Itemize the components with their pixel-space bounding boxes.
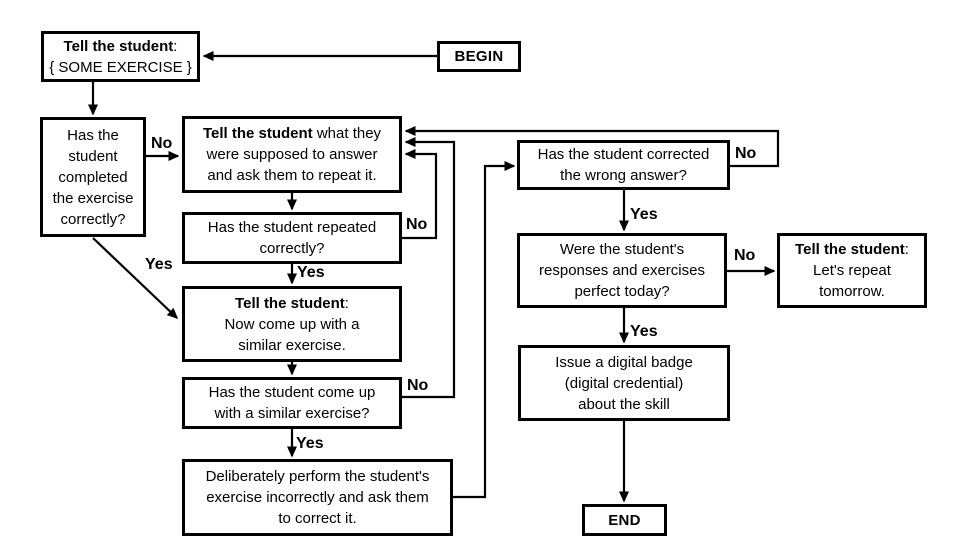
node-line: completed	[58, 168, 128, 186]
node-tell-exercise: Tell the student: { SOME EXERCISE }	[41, 31, 200, 82]
edge-label-no-repeated: No	[406, 216, 428, 233]
node-line: Tell the student:	[235, 293, 349, 314]
node-perfect-today: Were the student's responses and exercis…	[517, 233, 727, 308]
node-line: Tell the student:	[64, 36, 178, 57]
node-completed-correctly: Has the student completed the exercise c…	[40, 117, 146, 237]
edge-completed-yes-to-now-come-up	[92, 237, 179, 320]
edge-label-yes-completed: Yes	[145, 256, 173, 273]
node-line: tomorrow.	[819, 283, 885, 300]
node-line: Has the student corrected	[537, 146, 710, 163]
edge-label-no-similar: No	[407, 377, 429, 394]
edge-similar-no-loop	[402, 137, 456, 399]
node-line-rest: what they	[312, 125, 382, 142]
node-line: Tell the student:	[795, 239, 909, 260]
edge-label-no-completed: No	[151, 135, 173, 152]
node-corrected-wrong-answer: Has the student corrected the wrong answ…	[517, 140, 730, 190]
edge-label-yes-perfect: Yes	[630, 323, 658, 340]
node-repeat-tomorrow: Tell the student: Let's repeat tomorrow.	[777, 233, 927, 308]
node-repeated-correctly: Has the student repeated correctly?	[182, 212, 402, 264]
node-line: exercise incorrectly and ask them	[206, 489, 429, 506]
edge-label-no-perfect: No	[734, 247, 756, 264]
node-now-come-up: Tell the student: Now come up with a sim…	[182, 286, 402, 362]
node-line: responses and exercises	[539, 262, 705, 279]
node-line-rest: :	[904, 241, 909, 258]
node-line: Let's repeat	[813, 262, 891, 279]
node-line: with a similar exercise?	[214, 405, 370, 422]
node-line: { SOME EXERCISE }	[49, 58, 192, 76]
edge-corrected-no-loop	[404, 126, 780, 168]
node-issue-badge: Issue a digital badge (digital credentia…	[518, 345, 730, 421]
node-line: Now come up with a	[224, 315, 360, 333]
node-line: Has the student come up	[208, 384, 376, 401]
node-line: about the skill	[578, 395, 670, 413]
node-line: the exercise	[52, 189, 134, 207]
node-similar-exercise: Has the student come up with a similar e…	[182, 377, 402, 429]
edge-label-no-corrected: No	[735, 145, 757, 162]
node-begin: BEGIN	[437, 41, 521, 72]
node-line-bold: Tell the student	[795, 241, 905, 258]
node-end: END	[582, 504, 667, 536]
node-line: Has the	[67, 126, 119, 144]
node-line: perfect today?	[574, 283, 670, 300]
node-line-bold: Tell the student	[63, 37, 174, 55]
node-line: (digital credential)	[564, 374, 684, 392]
edge-label-yes-similar: Yes	[296, 435, 324, 452]
node-line: correctly?	[259, 240, 325, 257]
edge-repeated-no-loop	[402, 149, 438, 240]
edge-label-yes-repeated: Yes	[297, 264, 325, 281]
node-line-rest: :	[344, 294, 349, 312]
node-line-rest: :	[173, 37, 178, 55]
edge-label-yes-corrected: Yes	[630, 206, 658, 223]
node-line: Issue a digital badge	[555, 353, 693, 371]
node-deliberately-incorrect: Deliberately perform the student's exerc…	[182, 459, 453, 536]
node-line: were supposed to answer	[206, 146, 378, 163]
node-tell-what-answer: Tell the student what they were supposed…	[182, 116, 402, 193]
node-line-bold: Tell the student	[235, 294, 345, 312]
node-line: Were the student's	[559, 241, 685, 258]
node-line-bold: Tell the student	[202, 125, 313, 142]
node-line: to correct it.	[278, 510, 357, 527]
node-line: similar exercise.	[238, 336, 346, 354]
node-line: and ask them to repeat it.	[207, 167, 377, 184]
node-label: BEGIN	[454, 48, 504, 65]
edge-deliberately-to-corrected	[453, 161, 516, 499]
node-line: Deliberately perform the student's	[205, 468, 430, 485]
node-line: the wrong answer?	[560, 167, 687, 184]
node-line: Tell the student what they	[203, 123, 381, 144]
node-label: END	[608, 511, 641, 529]
node-line: student	[68, 147, 118, 165]
node-line: correctly?	[60, 210, 126, 228]
node-line: Has the student repeated	[207, 219, 377, 236]
